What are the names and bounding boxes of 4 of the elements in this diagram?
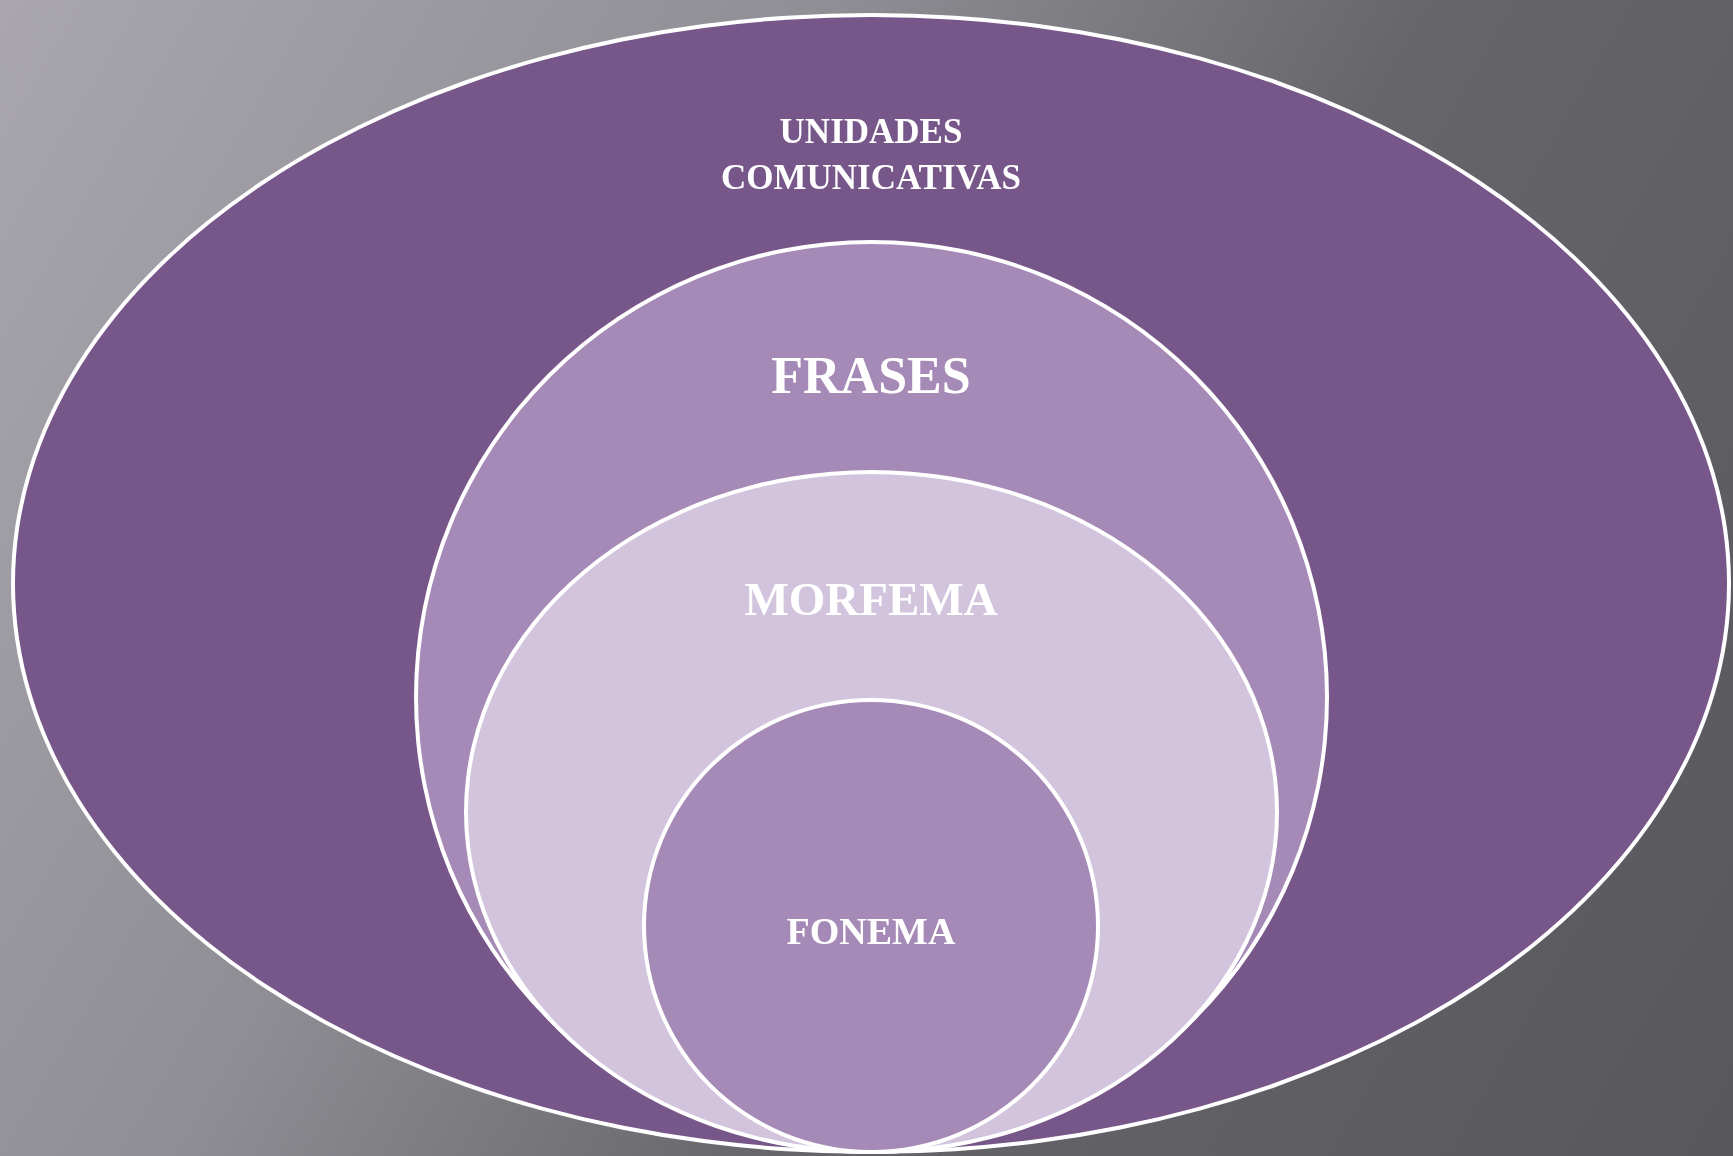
ellipse-label: FONEMA <box>785 909 957 954</box>
ellipse-label: FRASES <box>770 346 972 406</box>
ellipse-label: MORFEMA <box>743 572 999 627</box>
ellipse-label: UNIDADES COMUNICATIVAS <box>719 111 1023 199</box>
